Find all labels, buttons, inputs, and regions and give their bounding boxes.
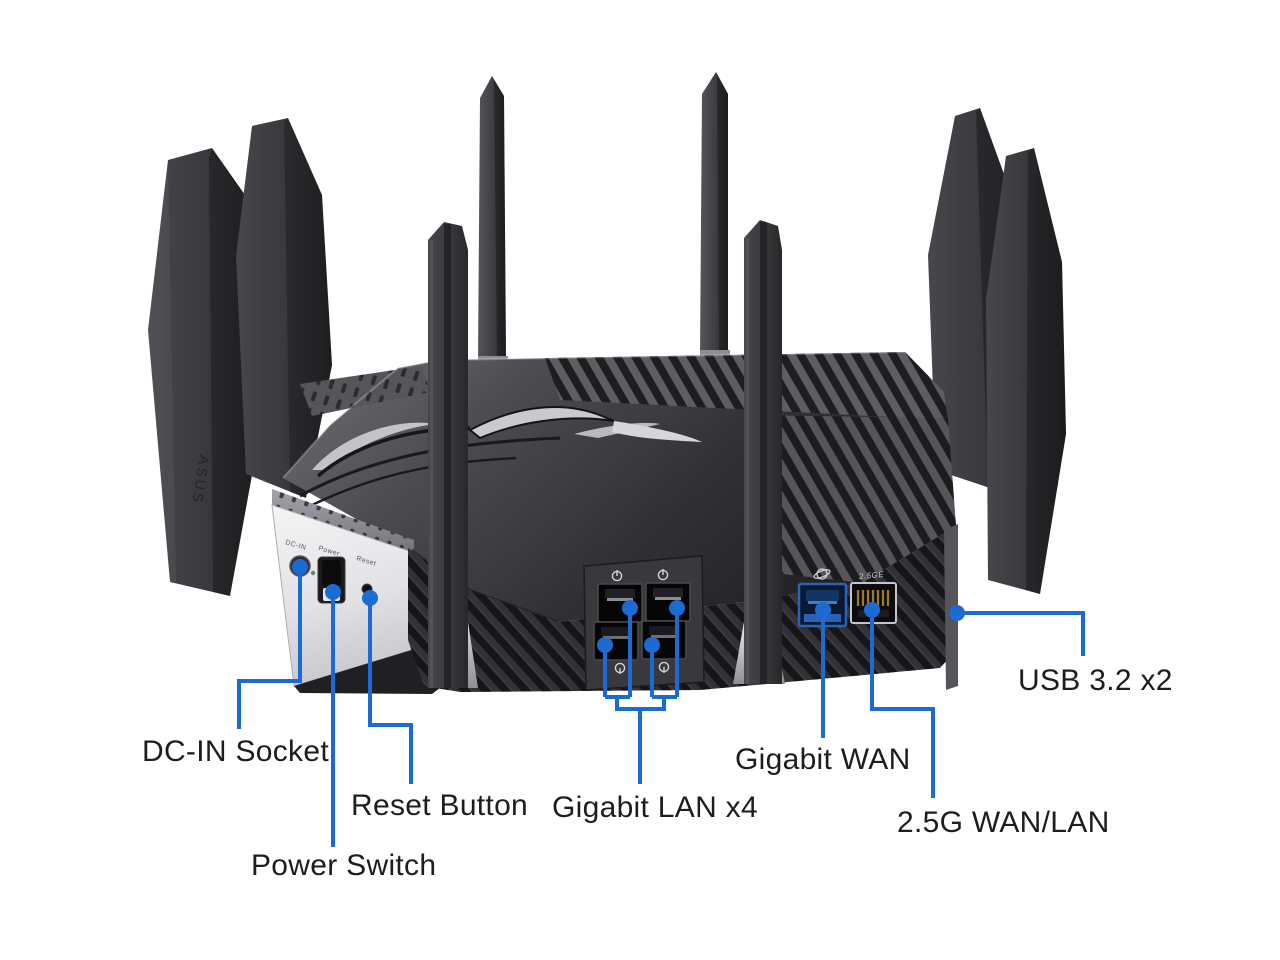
callout-lines (237, 567, 1085, 847)
antenna-back-right (700, 72, 728, 352)
callout-line-lan (603, 608, 679, 784)
dot-usb (949, 605, 965, 621)
dot-2-5g (864, 602, 880, 618)
right-edge (944, 524, 958, 690)
lan-icon-3 (614, 662, 626, 674)
callout-label-gigabit-lan: Gigabit LAN x4 (552, 791, 758, 824)
dot-lan-1 (622, 600, 638, 616)
dot-reset (362, 590, 378, 606)
antenna-front-right (744, 220, 782, 684)
lan-icon-1 (611, 570, 623, 582)
dot-wan (815, 602, 831, 618)
callout-label-dc-in-socket: DC-IN Socket (142, 735, 329, 768)
router-body (271, 351, 958, 694)
lan-icon-2 (657, 569, 669, 581)
antenna-far-left (148, 148, 262, 596)
dot-dc-in (292, 559, 308, 575)
callout-label-gigabit-wan: Gigabit WAN (735, 743, 911, 776)
antennas-back (148, 72, 1066, 596)
dot-lan-3 (597, 637, 613, 653)
callout-dots (292, 559, 965, 653)
callout-label-usb-3-2: USB 3.2 x2 (1018, 664, 1173, 697)
wan-globe-icon (813, 568, 831, 580)
callout-line-usb (957, 611, 1085, 656)
callout-line-reset (368, 598, 413, 784)
callout-label-reset-button: Reset Button (351, 789, 529, 822)
callout-label-power-switch: Power Switch (251, 849, 437, 882)
dot-lan-4 (644, 637, 660, 653)
antennas-front (428, 220, 782, 688)
antenna-front-left (428, 222, 468, 688)
lan-port-2 (645, 582, 691, 622)
callout-label-2-5g-wan-lan: 2.5G WAN/LAN (897, 806, 1110, 839)
dot-lan-2 (669, 600, 685, 616)
callout-line-dc-in (237, 567, 302, 729)
callout-line-2-5g (870, 610, 935, 798)
lan-port-group (583, 555, 705, 691)
antenna-back-left (478, 76, 506, 358)
lan-icon-4 (658, 661, 670, 673)
dot-power (325, 584, 341, 600)
antenna-far-right (986, 148, 1066, 594)
